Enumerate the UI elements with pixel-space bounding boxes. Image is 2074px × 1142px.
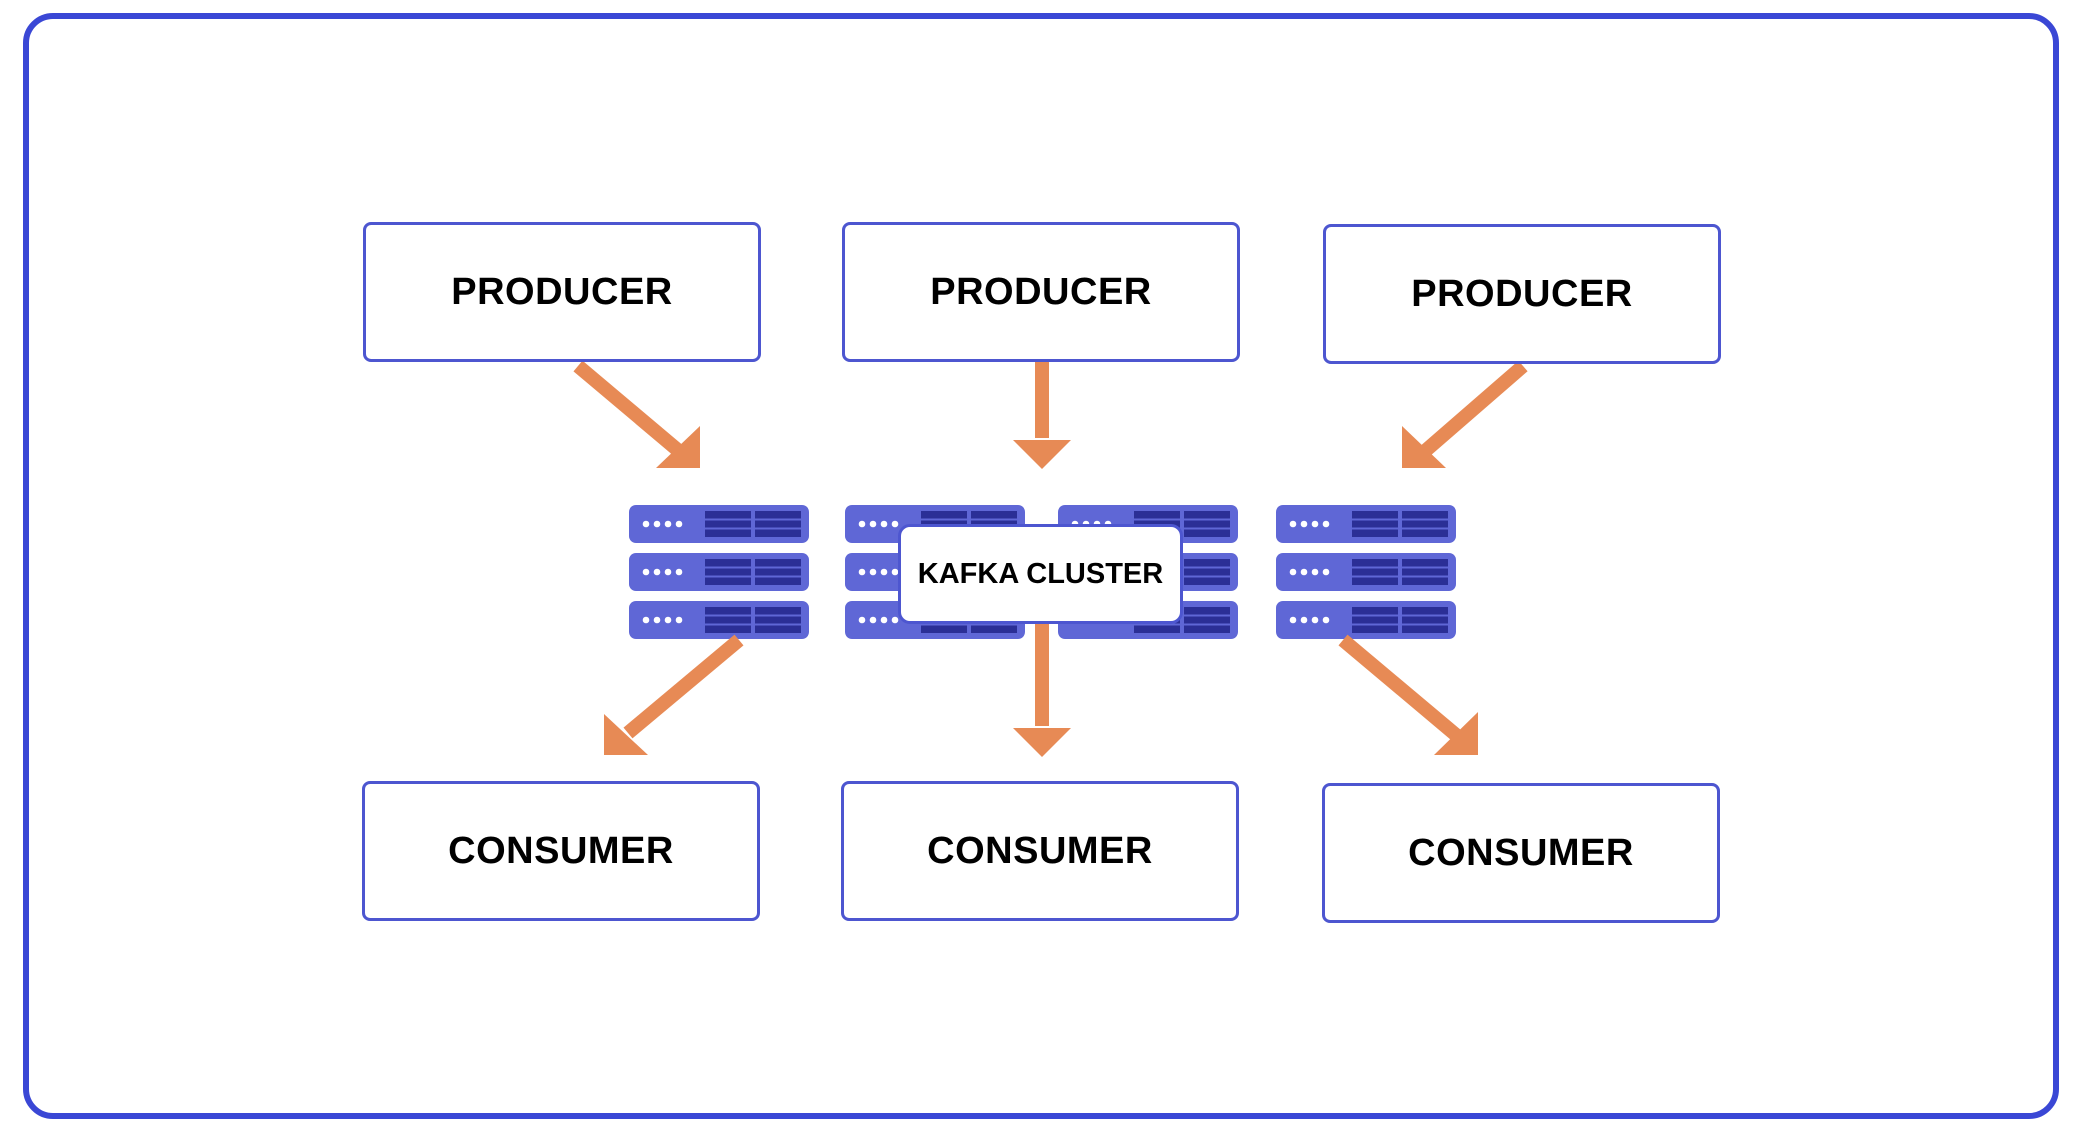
consumer-label: CONSUMER <box>1408 831 1634 874</box>
consumer-label: CONSUMER <box>448 829 674 872</box>
arrow-icon <box>1402 360 1528 468</box>
arrow-icon <box>1013 624 1071 757</box>
consumer-box: CONSUMER <box>841 781 1239 921</box>
arrow-icon <box>573 360 700 468</box>
producer-box: PRODUCER <box>363 222 761 362</box>
producer-label: PRODUCER <box>930 270 1152 313</box>
server-rack-icon <box>628 504 810 640</box>
consumer-label: CONSUMER <box>927 829 1153 872</box>
kafka-cluster-label: KAFKA CLUSTER <box>898 524 1183 624</box>
producer-label: PRODUCER <box>451 270 673 313</box>
producer-box: PRODUCER <box>842 222 1240 362</box>
arrow-icon <box>1338 634 1478 755</box>
kafka-cluster-text: KAFKA CLUSTER <box>917 557 1164 590</box>
producer-box: PRODUCER <box>1323 224 1721 364</box>
producer-label: PRODUCER <box>1411 272 1633 315</box>
server-rack-icon <box>1275 504 1457 640</box>
arrow-icon <box>604 634 744 755</box>
consumer-box: CONSUMER <box>1322 783 1720 923</box>
consumer-box: CONSUMER <box>362 781 760 921</box>
arrow-icon <box>1013 362 1071 469</box>
